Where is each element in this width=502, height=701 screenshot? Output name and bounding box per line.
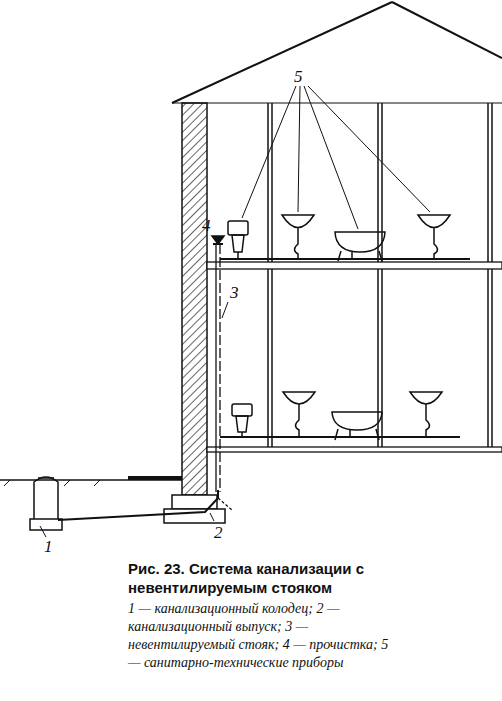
- callout-number: 1: [44, 538, 53, 555]
- key-entry: 4 — прочистка;: [283, 637, 378, 652]
- callout-number: 3: [230, 284, 239, 301]
- caption-title: Рис. 23. Система канализации с невентили…: [128, 560, 398, 598]
- caption: Рис. 23. Система канализации с невентили…: [128, 560, 398, 672]
- callout-number: 5: [294, 68, 303, 85]
- callout-number: 4: [202, 217, 211, 234]
- caption-key: 1 — канализационный колодец; 2 — канализ…: [128, 600, 398, 673]
- key-entry: 1 — канализационный колодец;: [128, 601, 313, 616]
- callout-number: 2: [214, 524, 223, 541]
